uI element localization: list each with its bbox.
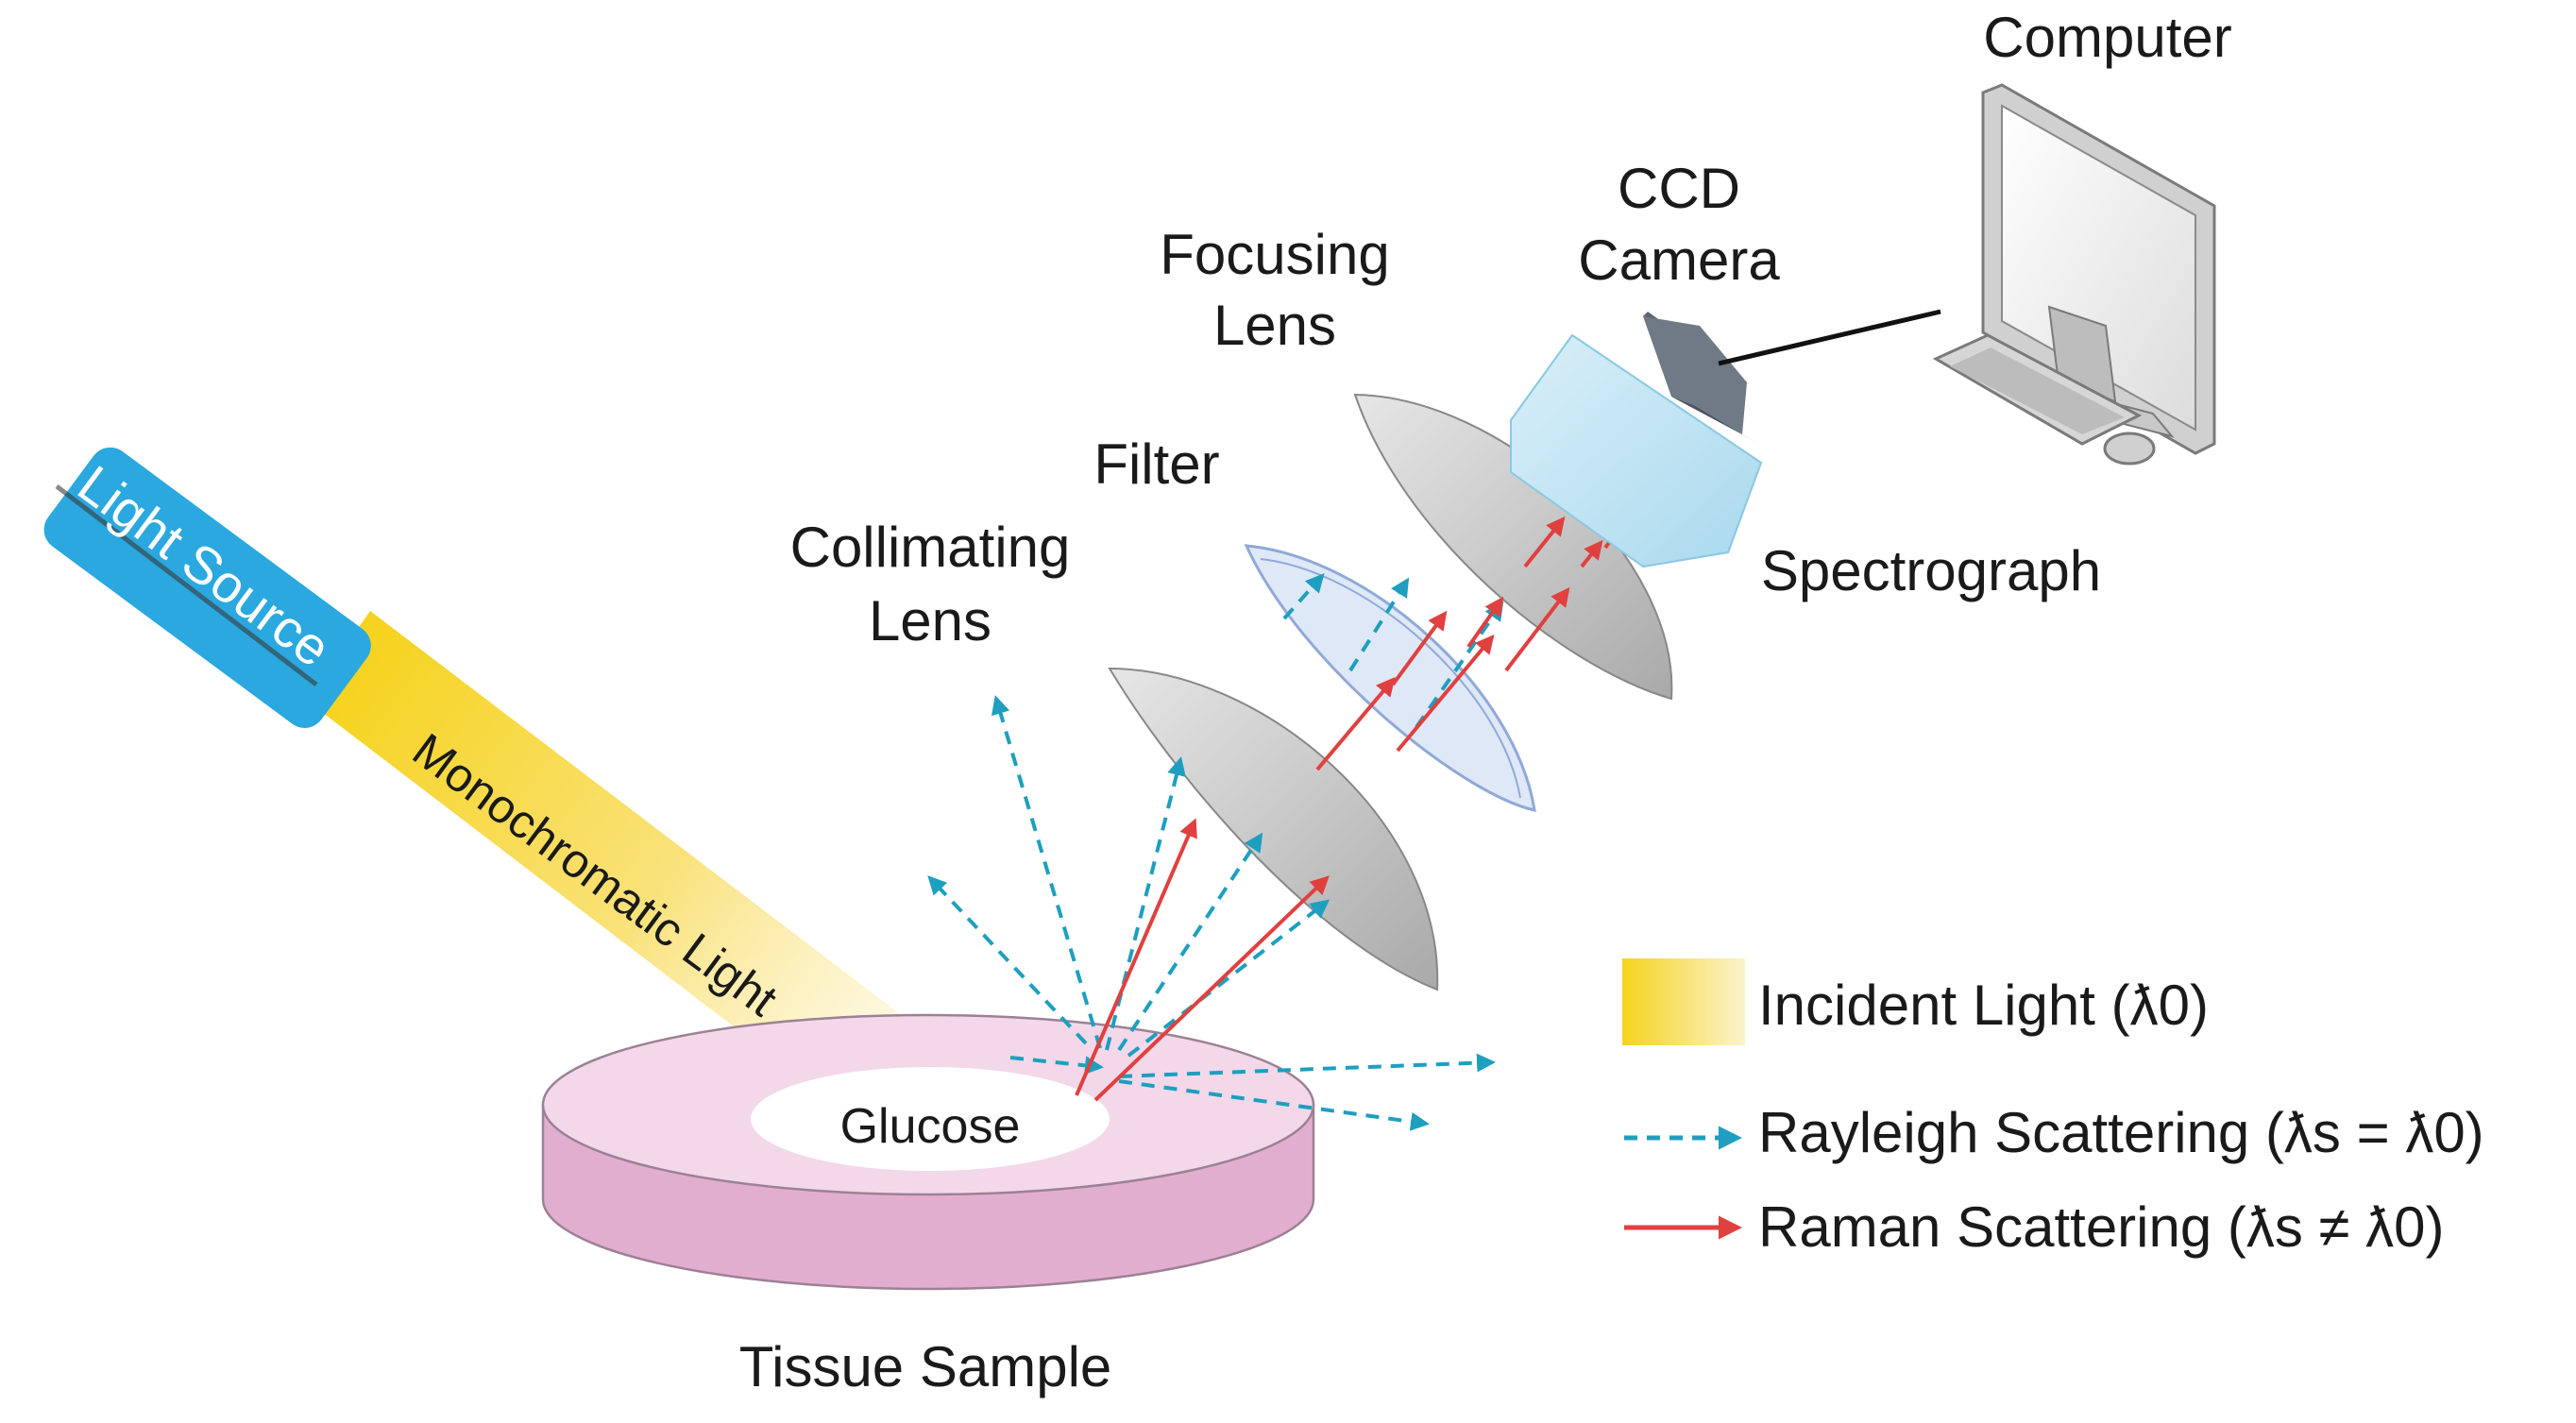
computer-label: Computer: [1983, 6, 2231, 69]
filter-label: Filter: [1093, 432, 1219, 496]
focusing-lens-label-line2: Lens: [1213, 294, 1336, 357]
incident-beam: [307, 611, 930, 1119]
spectrograph-label: Spectrograph: [1761, 539, 2101, 602]
rayleigh-rays: [927, 573, 1504, 1131]
ccd-camera: [1509, 312, 1763, 568]
focusing-lens-label-line1: Focusing: [1160, 223, 1389, 286]
desktop-computer-icon: [1932, 83, 2216, 466]
ccd-camera-label-line1: CCD: [1618, 157, 1740, 220]
ccd-camera-label-line2: Camera: [1578, 229, 1780, 292]
tissue-sample-label: Tissue Sample: [739, 1335, 1112, 1398]
legend-incident-swatch: [1622, 958, 1745, 1045]
tissue-sample-disc: [541, 1013, 1315, 1291]
legend-raman-label: Raman Scattering (ƛs ≠ ƛ0): [1758, 1195, 2445, 1259]
camera-cable: [1718, 309, 1941, 366]
legend: Incident Light (ƛ0) Rayleigh Scattering …: [1622, 958, 2484, 1259]
legend-incident-label: Incident Light (ƛ0): [1758, 974, 2209, 1037]
light-source-box: [43, 447, 371, 728]
glucose-label: Glucose: [840, 1099, 1021, 1154]
collimating-lens-label-line1: Collimating: [790, 516, 1071, 579]
legend-rayleigh-label: Rayleigh Scattering (ƛs = ƛ0): [1758, 1101, 2484, 1164]
collimating-lens: [1108, 667, 1439, 991]
raman-rays: [1075, 492, 1646, 1102]
focusing-lens: [1353, 393, 1673, 701]
monochromatic-light-label: Monochromatic Light: [403, 723, 787, 1026]
collimating-lens-label-line2: Lens: [869, 589, 991, 652]
